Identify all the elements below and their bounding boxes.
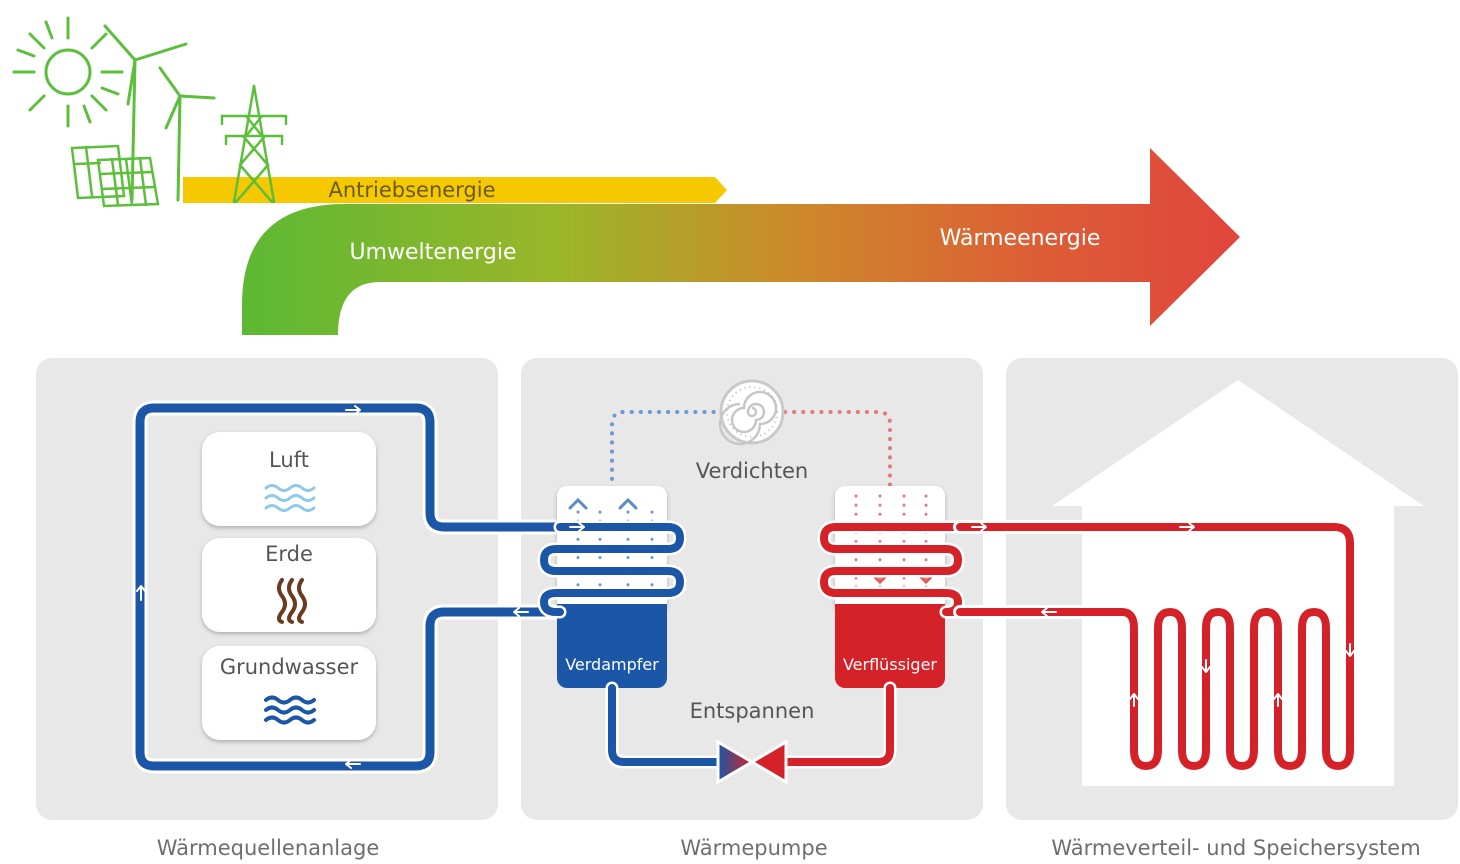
card-label-luft: Luft: [269, 448, 309, 472]
refrigerant-liquid-line: [605, 681, 897, 769]
antriebsenergie-label: Antriebsenergie: [328, 178, 495, 202]
sun-icon: [12, 16, 124, 128]
expansion-valve-icon: [716, 739, 788, 785]
waermeenergie-arrow: [242, 148, 1240, 335]
verdampfer-label: Verdampfer: [565, 655, 659, 674]
compressor-icon: [718, 379, 785, 446]
verdichten-label: Verdichten: [696, 459, 808, 483]
source-card-erde: Erde: [202, 538, 376, 632]
renewables-icon-group: [12, 16, 288, 208]
refrigerant-vapor-line: [610, 410, 892, 490]
card-label-erde: Erde: [265, 542, 313, 566]
flow-direction-arrows: [136, 405, 529, 769]
pump-panel-title: Wärmepumpe: [680, 836, 827, 860]
source-card-luft: Luft: [202, 432, 376, 526]
source-loop: [132, 400, 568, 774]
distribution-panel-title: Wärmeverteil- und Speichersystem: [1051, 836, 1420, 860]
card-label-grundwasser: Grundwasser: [220, 655, 359, 679]
evaporator-coil: [537, 520, 687, 619]
solar-panel-icon: [70, 144, 160, 208]
air-waves-icon: [264, 484, 316, 512]
heating-loop: [953, 520, 1357, 773]
entspannen-label: Entspannen: [690, 699, 815, 723]
antriebsenergie-arrow: [183, 177, 727, 203]
earth-heat-icon: [277, 578, 307, 624]
umweltenergie-label: Umweltenergie: [349, 240, 516, 265]
wind-turbine-icon: [103, 24, 216, 202]
pump-panel: [521, 358, 983, 820]
verfluessiger-label: Verflüssiger: [843, 655, 937, 674]
energy-flow: Antriebsenergie Umweltenergie Wärmeenerg…: [183, 148, 1240, 335]
source-panel-title: Wärmequellenanlage: [157, 836, 380, 860]
power-pylon-icon: [220, 84, 288, 204]
condenser-coil: [817, 520, 967, 619]
source-card-grundwasser: Grundwasser: [202, 646, 376, 740]
water-waves-icon: [264, 695, 316, 725]
waermeenergie-label: Wärmeenergie: [940, 226, 1101, 251]
